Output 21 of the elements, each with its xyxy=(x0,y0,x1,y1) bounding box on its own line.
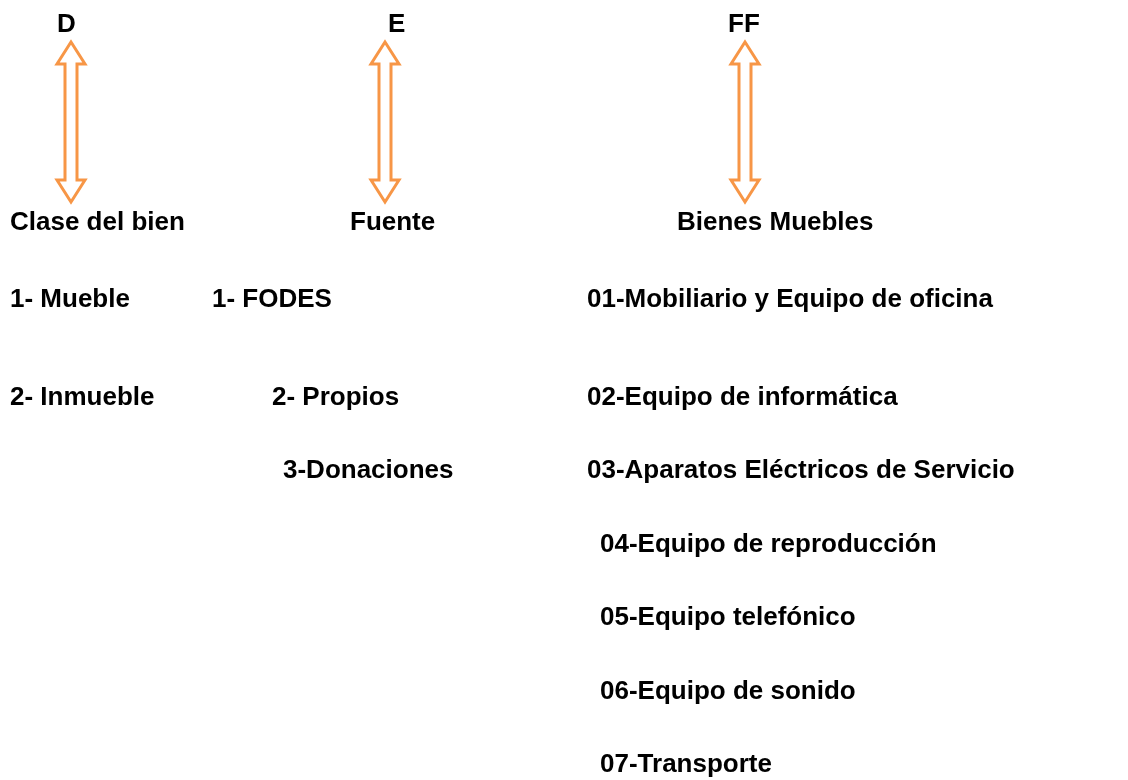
column-heading: Fuente xyxy=(350,206,436,236)
list-item: 04-Equipo de reproducción xyxy=(600,528,937,558)
column-heading: D xyxy=(57,8,76,38)
list-item: 07-Transporte xyxy=(600,748,772,778)
list-item: 05-Equipo telefónico xyxy=(600,601,856,631)
column-heading: Bienes Muebles xyxy=(677,206,874,236)
list-item: 02-Equipo de informática xyxy=(587,381,898,411)
list-item: 2- Propios xyxy=(272,381,400,411)
double-arrow xyxy=(368,39,402,205)
list-item: 1- Mueble xyxy=(10,283,130,313)
column-heading: Clase del bien xyxy=(10,206,185,236)
list-item: 3-Donaciones xyxy=(283,454,454,484)
column-heading: E xyxy=(388,8,406,38)
list-item: 03-Aparatos Eléctricos de Servicio xyxy=(587,454,1015,484)
double-arrow xyxy=(728,39,762,205)
list-item: 1- FODES xyxy=(212,283,332,313)
column-heading: FF xyxy=(728,8,760,38)
list-item: 2- Inmueble xyxy=(10,381,155,411)
list-item: 06-Equipo de sonido xyxy=(600,675,856,705)
list-item: 01-Mobiliario y Equipo de oficina xyxy=(587,283,993,313)
double-arrow xyxy=(54,39,88,205)
